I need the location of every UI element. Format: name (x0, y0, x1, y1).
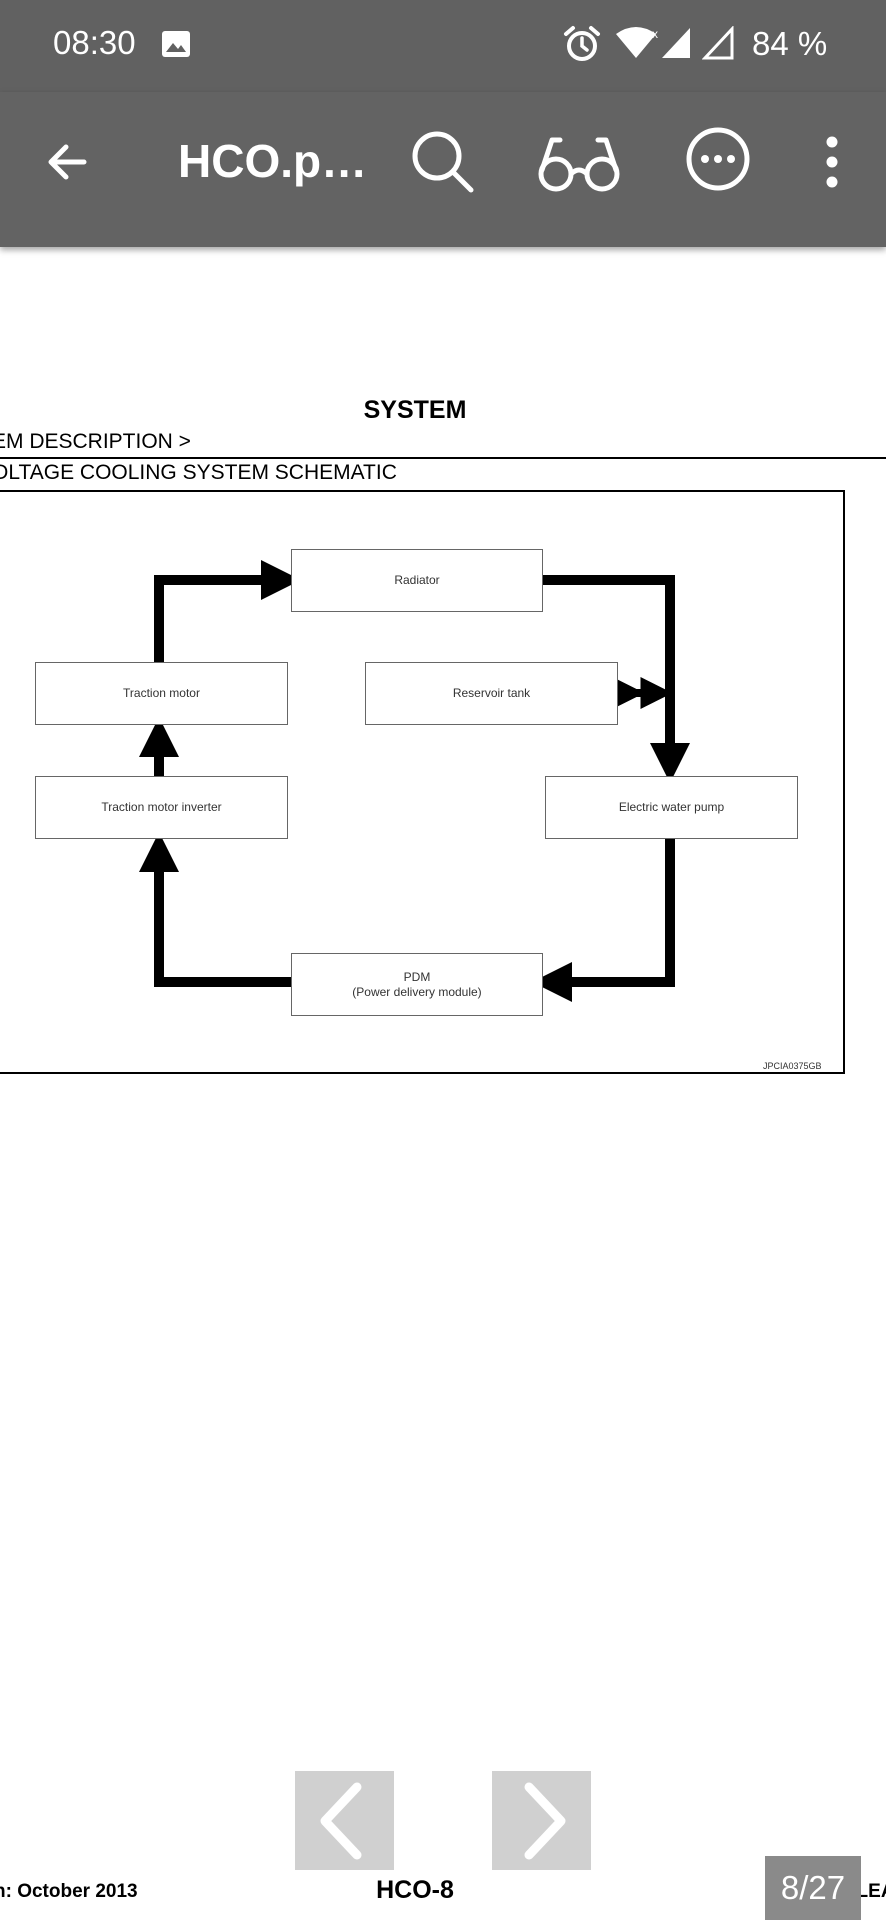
flow-arrows (139, 560, 690, 1002)
node-label: Traction motor inverter (101, 800, 222, 814)
previous-page-button[interactable] (295, 1771, 394, 1870)
page-indicator: 8/27 (765, 1856, 861, 1920)
wifi-icon: x (616, 27, 658, 58)
back-arrow-icon[interactable] (42, 137, 92, 187)
node-reservoir-tank: Reservoir tank (365, 662, 618, 725)
alarm-icon (564, 26, 600, 61)
section-subtitle: OLTAGE COOLING SYSTEM SCHEMATIC (0, 461, 397, 484)
arrow-pump-to-pdm (532, 838, 675, 1002)
status-bar: 08:30 x 84 % (0, 0, 886, 92)
figure-code: JPCIA0375GB (763, 1061, 822, 1071)
footer-revision: n: October 2013 (0, 1881, 138, 1902)
app-toolbar: HCO.p… (0, 92, 886, 247)
arrow-pdm-to-inverter (139, 832, 291, 987)
node-label: Electric water pump (618, 800, 725, 814)
svg-text:x: x (652, 27, 658, 41)
next-page-button[interactable] (492, 1771, 591, 1870)
footer-page-code: HCO-8 (376, 1876, 454, 1904)
schematic-figure (0, 490, 845, 1074)
image-icon (162, 31, 190, 57)
node-label: PDM (403, 969, 431, 984)
document-title: HCO.p… (178, 135, 368, 187)
reading-glasses-icon[interactable] (536, 130, 622, 196)
battery-percent: 84 % (752, 25, 828, 62)
overflow-menu-icon[interactable] (815, 132, 849, 192)
node-traction-motor: Traction motor (35, 662, 288, 725)
search-icon[interactable] (408, 127, 478, 197)
node-label: Radiator (394, 573, 440, 587)
node-radiator: Radiator (291, 549, 543, 612)
node-electric-water-pump: Electric water pump (545, 776, 798, 839)
cell-signal-icon (702, 26, 734, 60)
page-heading: SYSTEM (363, 396, 467, 424)
node-pdm: PDM (Power delivery module) (291, 953, 543, 1016)
section-divider (0, 457, 886, 459)
chevron-right-icon (524, 1782, 566, 1860)
chevron-left-icon (320, 1782, 362, 1860)
node-traction-motor-inverter: Traction motor inverter (35, 776, 288, 839)
section-breadcrumb: EM DESCRIPTION > (0, 430, 191, 453)
status-time: 08:30 (53, 24, 136, 61)
node-label-sub: (Power delivery module) (352, 984, 482, 999)
node-label: Traction motor (123, 686, 200, 700)
node-label: Reservoir tank (452, 686, 531, 700)
cell-signal-icon (662, 28, 690, 58)
more-circle-icon[interactable] (684, 125, 752, 193)
arrow-motor-to-radiator (154, 560, 301, 662)
